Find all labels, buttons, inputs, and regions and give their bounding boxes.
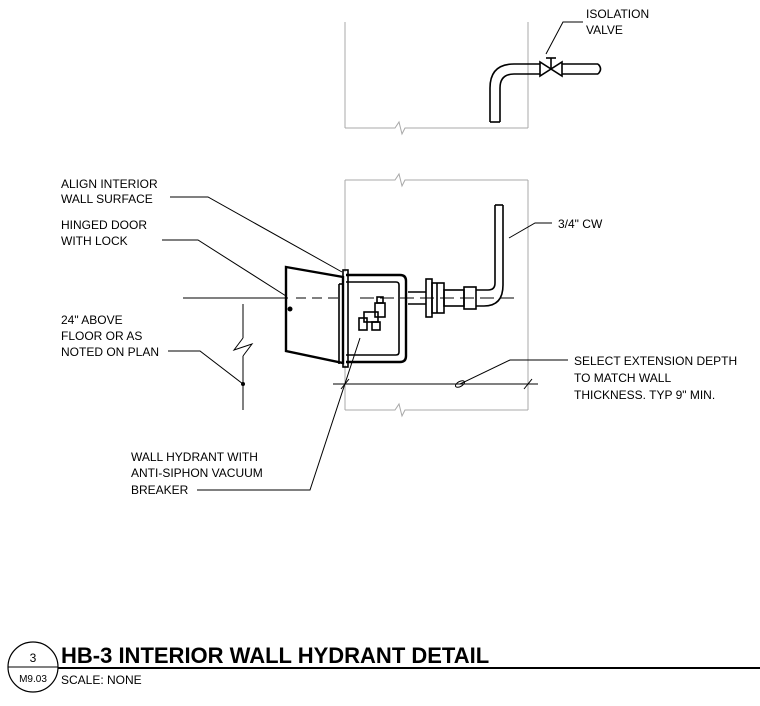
svg-text:TO MATCH WALL: TO MATCH WALL (574, 371, 671, 385)
label-wall-hydrant: WALL HYDRANT WITH ANTI-SIPHON VACUUM BRE… (131, 450, 263, 497)
sheet-number: M9.03 (19, 674, 47, 685)
svg-text:VALVE: VALVE (586, 23, 623, 37)
svg-text:ISOLATION: ISOLATION (586, 7, 649, 21)
label-hinged-door: HINGED DOOR WITH LOCK (61, 218, 147, 248)
svg-text:WALL HYDRANT WITH: WALL HYDRANT WITH (131, 450, 258, 464)
lower-wall-section (344, 172, 529, 418)
svg-text:FLOOR OR AS: FLOOR OR AS (61, 329, 142, 343)
hose-bibb (358, 296, 386, 331)
isolation-valve-piping (489, 57, 602, 123)
svg-text:BREAKER: BREAKER (131, 483, 189, 497)
height-dimension (232, 304, 254, 410)
isolation-valve-icon (539, 60, 553, 78)
detail-title: HB-3 INTERIOR WALL HYDRANT DETAIL (61, 643, 489, 668)
svg-text:HINGED DOOR: HINGED DOOR (61, 218, 147, 232)
wall-thickness-dimension (333, 378, 538, 390)
label-align-interior: ALIGN INTERIOR WALL SURFACE (61, 177, 158, 206)
svg-text:THICKNESS. TYP 9" MIN.: THICKNESS. TYP 9" MIN. (574, 388, 715, 402)
detail-scale: SCALE: NONE (61, 673, 142, 687)
hinged-door (284, 265, 345, 365)
svg-text:ALIGN INTERIOR: ALIGN INTERIOR (61, 177, 158, 191)
svg-text:ANTI-SIPHON VACUUM: ANTI-SIPHON VACUUM (131, 466, 263, 480)
door-lock-icon (287, 306, 293, 312)
svg-text:NOTED ON PLAN: NOTED ON PLAN (61, 345, 159, 359)
detail-number: 3 (30, 651, 37, 665)
label-pipe-size: 3/4" CW (558, 217, 603, 231)
label-mount-height: 24" ABOVE FLOOR OR AS NOTED ON PLAN (61, 313, 159, 359)
cw-supply-pipe (476, 204, 504, 307)
hydrant-box (338, 269, 408, 368)
svg-text:WALL SURFACE: WALL SURFACE (61, 192, 153, 206)
leader-lines (162, 21, 583, 491)
svg-text:WITH LOCK: WITH LOCK (61, 234, 128, 248)
upper-wall-section (344, 22, 529, 136)
svg-text:24" ABOVE: 24" ABOVE (61, 313, 123, 327)
title-block: 3 M9.03 HB-3 INTERIOR WALL HYDRANT DETAI… (7, 641, 760, 693)
svg-text:SELECT EXTENSION DEPTH: SELECT EXTENSION DEPTH (574, 354, 737, 368)
label-extension-depth: SELECT EXTENSION DEPTH TO MATCH WALL THI… (574, 354, 737, 402)
label-isolation-valve: ISOLATION VALVE (586, 7, 649, 37)
